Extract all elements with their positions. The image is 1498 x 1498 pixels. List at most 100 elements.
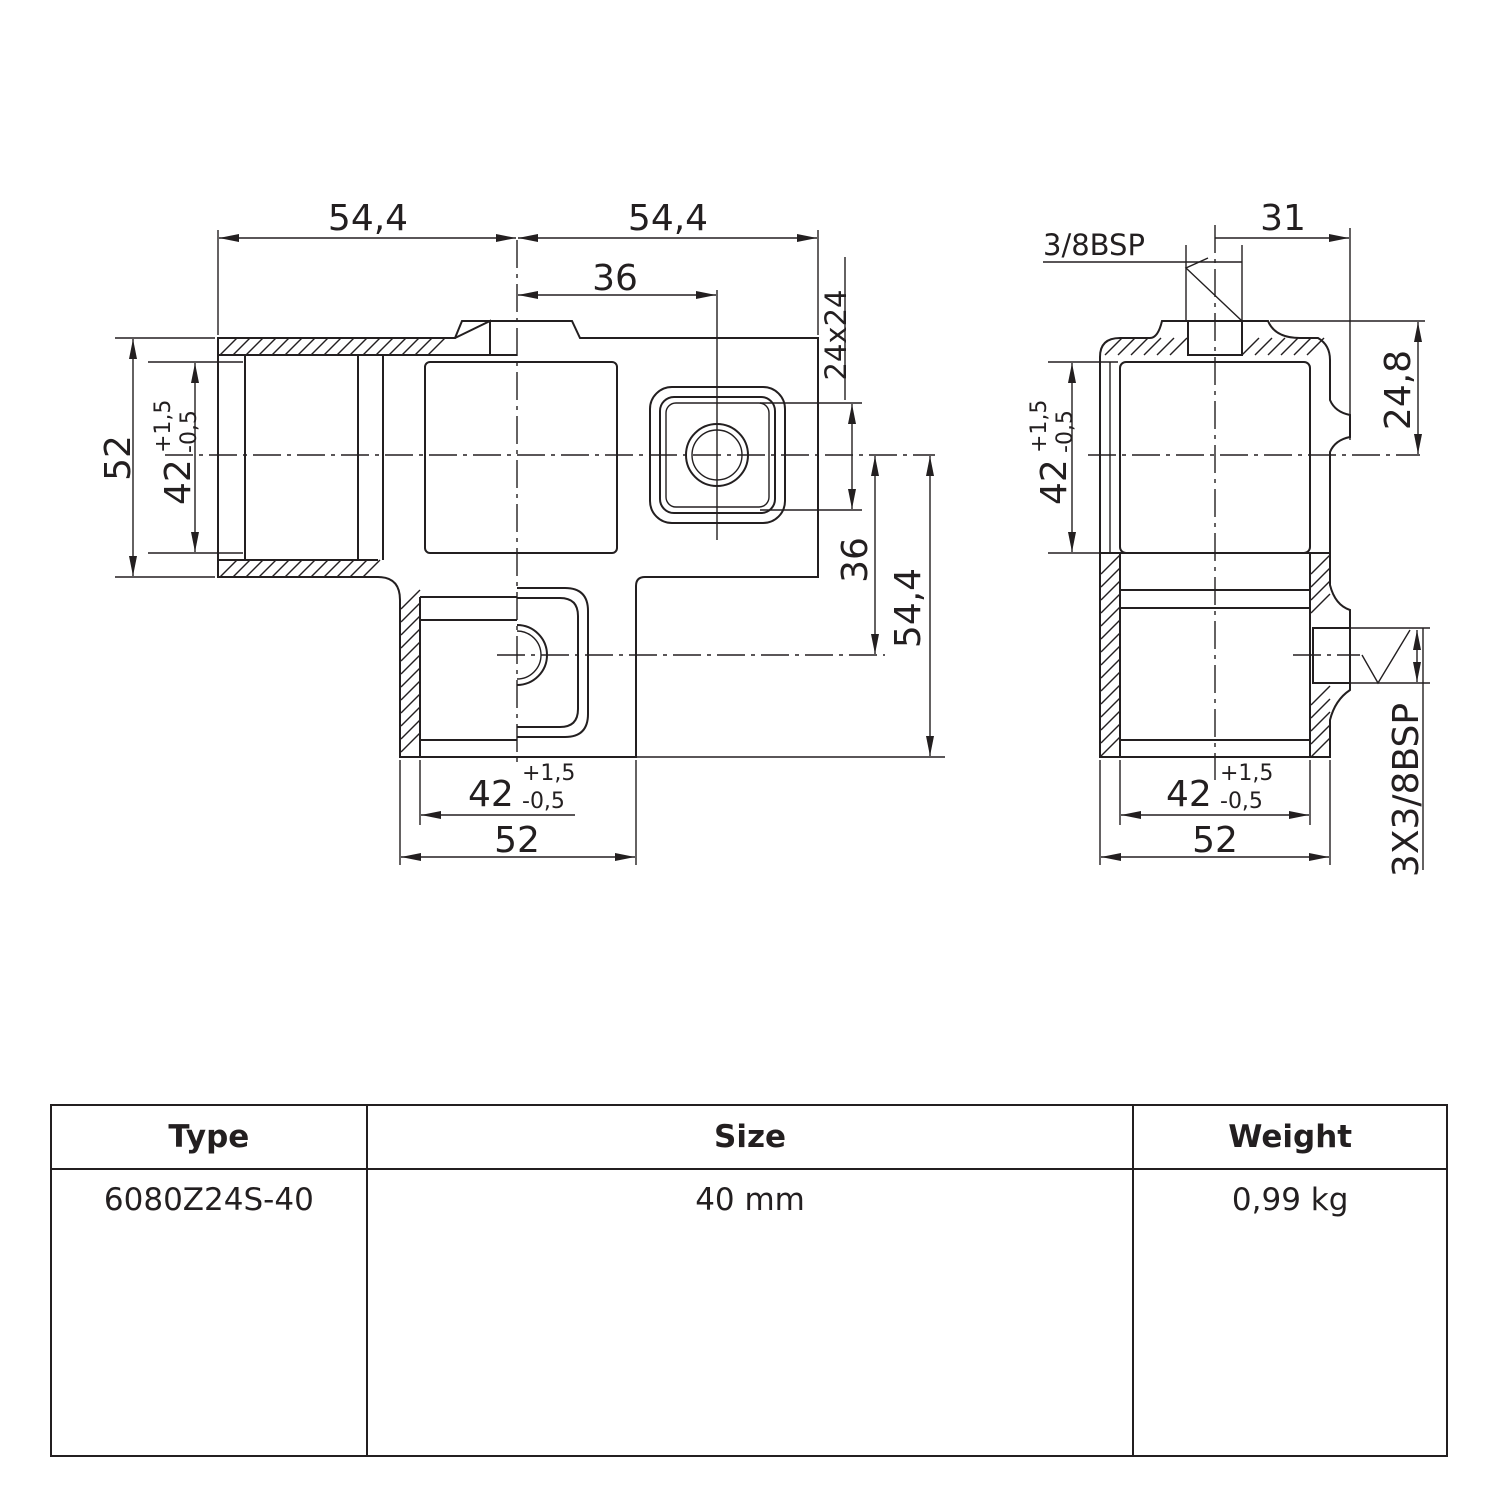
dim-left-42-tolerance: 42 +1,5 -0,5: [151, 400, 202, 505]
dim-bottom-tol-upper: +1,5: [522, 761, 575, 786]
dim-24-8: 24,8: [1378, 350, 1419, 430]
hatch-line: [1293, 337, 1312, 356]
hatch-line: [310, 337, 329, 356]
hatch-line: [1310, 724, 1331, 745]
hatch-line: [400, 654, 421, 675]
hatch-line: [245, 559, 264, 578]
hatch-line: [310, 559, 329, 578]
left-socket: [244, 354, 359, 561]
hatch-line: [427, 337, 446, 356]
hatch-line: [400, 680, 421, 701]
header-type: Type: [50, 1104, 368, 1170]
hatch-line: [297, 559, 316, 578]
hatch-line: [400, 589, 421, 610]
hatch-line: [400, 719, 421, 740]
hatch-line: [1100, 710, 1121, 731]
hatch-line: [1100, 658, 1121, 679]
hatch-line: [323, 337, 342, 356]
hatch-line: [1280, 337, 1299, 356]
dim-left-52: 52: [98, 435, 139, 481]
side-dim-bottom-52: 52: [1192, 820, 1238, 861]
hatch-line: [388, 337, 407, 356]
hatch-line: [349, 559, 368, 578]
cell-weight: 0,99 kg: [1132, 1168, 1448, 1457]
tol-lower: -0,5: [1053, 410, 1078, 453]
dim-vertical-36: 36: [835, 537, 876, 583]
hatch-line: [1310, 567, 1331, 588]
hatch-line: [1100, 632, 1121, 653]
spec-table: Type Size Weight 6080Z24S-40 40 mm 0,99 …: [50, 1104, 1448, 1457]
hatch-line: [1310, 554, 1331, 575]
header-size: Size: [365, 1104, 1135, 1170]
hatch-line: [1104, 337, 1123, 356]
hatch-line: [1310, 737, 1331, 758]
cell-type: 6080Z24S-40: [50, 1168, 368, 1457]
table-row: 6080Z24S-40 40 mm 0,99 kg: [50, 1168, 1448, 1457]
hatch-line: [349, 337, 368, 356]
side-dim-bottom-tol-lower: -0,5: [1220, 789, 1263, 814]
hatch-line: [400, 667, 421, 688]
hatch-line: [336, 337, 355, 356]
dim-left-42: 42: [158, 459, 199, 505]
side-dim-bottom-tol-upper: +1,5: [1220, 761, 1273, 786]
hatch-line: [1310, 593, 1331, 614]
dim-bottom-52: 52: [494, 820, 540, 861]
hatch-line: [1310, 698, 1331, 719]
front-hatching: [219, 337, 446, 753]
hatch-line: [1100, 697, 1121, 718]
hatch-line: [1310, 711, 1331, 732]
hatch-line: [362, 559, 381, 578]
hatch-line: [271, 337, 290, 356]
dim-top-left: 54,4: [328, 198, 408, 239]
hatch-line: [219, 559, 238, 578]
dim-square-24x24: 24x24: [819, 290, 853, 381]
hatch-line: [1100, 619, 1121, 640]
hatch-line: [400, 628, 421, 649]
hatch-line: [284, 337, 303, 356]
side-dim-left-42: 42: [1034, 459, 1075, 505]
tol-upper: +1,5: [1027, 400, 1052, 453]
hatch-line: [400, 641, 421, 662]
side-outline: [1099, 320, 1351, 758]
hatch-line: [258, 559, 277, 578]
side-hatching: [1100, 337, 1331, 758]
dim-top-right: 54,4: [628, 198, 708, 239]
hatch-line: [1100, 736, 1121, 757]
hatch-line: [1267, 337, 1286, 356]
dim-31: 31: [1260, 198, 1306, 239]
hatch-line: [1100, 580, 1121, 601]
front-outline: [217, 320, 819, 758]
hatch-line: [1130, 337, 1149, 356]
thread-top-label: 3/8BSP: [1043, 228, 1145, 262]
hatch-line: [258, 337, 277, 356]
hatch-line: [1143, 337, 1162, 356]
inner-socket-right: [424, 361, 618, 554]
hatch-line: [245, 337, 264, 356]
hatch-line: [401, 337, 420, 356]
hatch-line: [1100, 567, 1121, 588]
front-view: 54,4 54,4 36 24x24 36 54,4 52 42 +1,5 -0…: [98, 198, 945, 865]
hatch-line: [336, 559, 355, 578]
square-boss-bottom: [517, 587, 589, 738]
hatch-line: [400, 732, 421, 753]
hatch-line: [1100, 645, 1121, 666]
hatch-line: [297, 337, 316, 356]
table-header-row: Type Size Weight: [50, 1104, 1448, 1170]
cell-size: 40 mm: [365, 1168, 1135, 1457]
tol-lower: -0,5: [177, 410, 202, 453]
hatch-line: [400, 602, 421, 623]
hatch-line: [1254, 337, 1273, 356]
hatch-line: [323, 559, 342, 578]
dim-bottom-42: 42: [468, 774, 514, 815]
header-weight: Weight: [1132, 1104, 1448, 1170]
hatch-line: [1100, 554, 1121, 575]
hatch-line: [375, 337, 394, 356]
hatch-line: [1241, 337, 1260, 356]
hatch-line: [1310, 685, 1331, 706]
dim-bottom-tol-lower: -0,5: [522, 789, 565, 814]
hatch-line: [1100, 593, 1121, 614]
hatch-line: [414, 337, 433, 356]
hatch-line: [232, 559, 251, 578]
hatch-line: [400, 693, 421, 714]
